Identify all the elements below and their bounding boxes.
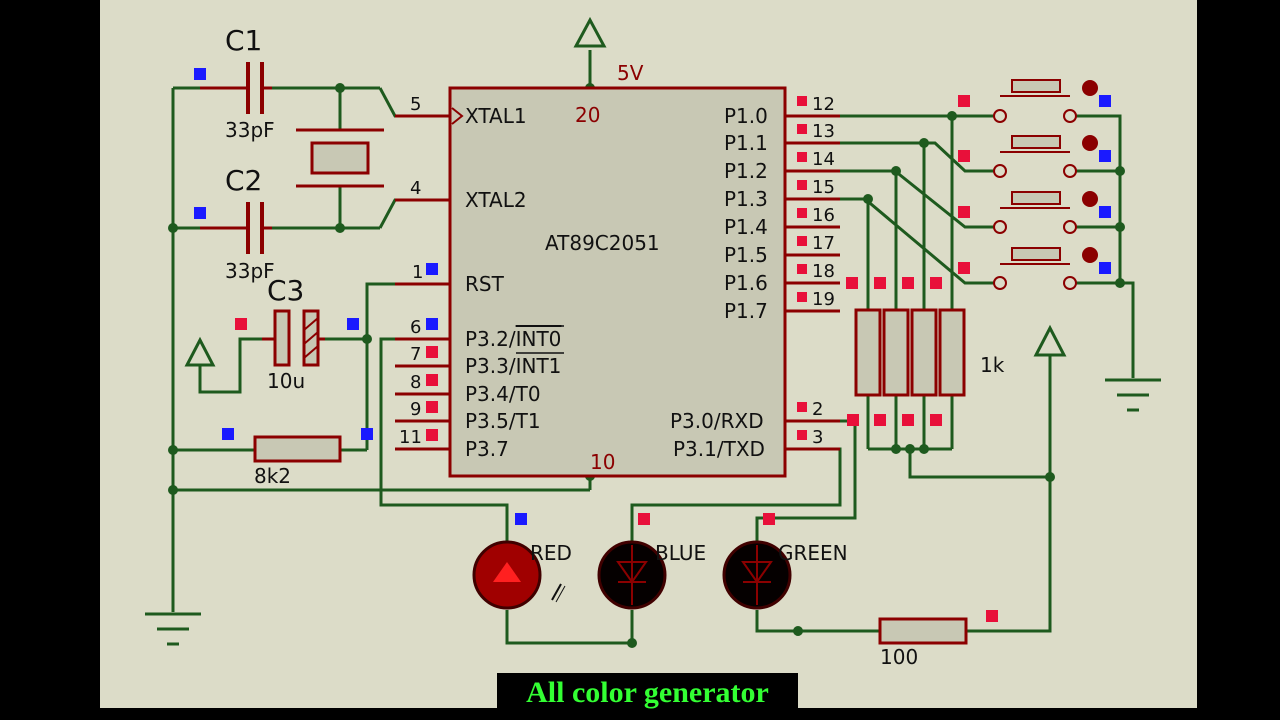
led-red[interactable]: RED — [472, 540, 572, 610]
push-button-2 — [993, 135, 1098, 178]
svg-text:3: 3 — [812, 427, 823, 448]
svg-text:11: 11 — [399, 427, 422, 448]
svg-text:XTAL1: XTAL1 — [465, 104, 527, 128]
svg-text:P1.5: P1.5 — [724, 243, 768, 267]
svg-text:P1.6: P1.6 — [724, 271, 768, 295]
svg-text:P3.4/T0: P3.4/T0 — [465, 382, 541, 406]
pin-p35: 9 P3.5/T1 — [395, 399, 541, 433]
svg-text:P3.1/TXD: P3.1/TXD — [673, 437, 765, 461]
pin-p15: 17 P1.5 — [724, 233, 840, 267]
svg-text:2: 2 — [812, 399, 823, 420]
svg-text:RST: RST — [465, 272, 505, 296]
svg-text:P1.7: P1.7 — [724, 299, 768, 323]
push-button-4 — [993, 247, 1098, 290]
pin-xtal2: 4 XTAL2 — [395, 178, 527, 212]
pin-p14: 16 P1.4 — [724, 205, 840, 239]
svg-text:6: 6 — [410, 317, 421, 338]
vcc-label: 5V — [617, 61, 644, 85]
resistor-100-value: 100 — [880, 645, 918, 669]
svg-text:8: 8 — [410, 372, 421, 393]
pin-p10: 12 P1.0 — [724, 94, 840, 128]
led-red-label: RED — [530, 541, 572, 565]
svg-text:9: 9 — [410, 399, 421, 420]
push-button-3 — [993, 191, 1098, 234]
resistor-8k2-value: 8k2 — [254, 464, 291, 488]
pin-rst: 1 RST — [395, 262, 505, 296]
push-buttons[interactable] — [993, 79, 1098, 290]
svg-text:P1.3: P1.3 — [724, 187, 768, 211]
svg-text:P1.1: P1.1 — [724, 131, 768, 155]
c1-name: C1 — [225, 24, 262, 57]
gnd-pin-number: 10 — [590, 450, 615, 474]
svg-text:P3.5/T1: P3.5/T1 — [465, 409, 541, 433]
ground-icon — [145, 378, 1161, 646]
led-green-label: GREEN — [778, 541, 848, 565]
svg-text:16: 16 — [812, 205, 835, 226]
chip-name: AT89C2051 — [545, 231, 660, 255]
capacitor-c1[interactable]: C1 33pF — [200, 24, 275, 142]
pin-p13: 15 P1.3 — [724, 177, 840, 211]
svg-text:19: 19 — [812, 289, 835, 310]
resistor-pack-1k[interactable]: 1k — [854, 308, 1005, 397]
pin-xtal1: 5 XTAL1 — [395, 94, 527, 128]
svg-text:12: 12 — [812, 94, 835, 115]
pencil-cursor-icon — [551, 583, 566, 603]
pin-p32: 6 P3.2/INT0 — [395, 317, 564, 351]
pin-p34: 8 P3.4/T0 — [395, 372, 541, 406]
pin-p33: 7 P3.3/INT1 — [395, 344, 564, 378]
svg-text:P3.7: P3.7 — [465, 437, 509, 461]
svg-text:15: 15 — [812, 177, 835, 198]
c1-value: 33pF — [225, 118, 275, 142]
svg-text:5: 5 — [410, 94, 421, 115]
svg-text:14: 14 — [812, 149, 835, 170]
pin-p31: 3 P3.1/TXD — [673, 427, 840, 461]
svg-text:P1.2: P1.2 — [724, 159, 768, 183]
c3-value: 10u — [267, 369, 305, 393]
microcontroller-chip[interactable]: AT89C2051 5V 20 10 — [448, 61, 787, 478]
capacitor-c2[interactable]: C2 33pF — [200, 164, 275, 283]
resistor-8k2[interactable]: 8k2 — [253, 435, 342, 488]
c2-value: 33pF — [225, 259, 275, 283]
circuit-diagram: AT89C2051 5V 20 10 5 XTAL1 4 XTAL2 1 RST… — [145, 16, 1161, 669]
caption-banner: All color generator — [497, 673, 798, 713]
crystal[interactable] — [296, 128, 384, 188]
svg-text:1: 1 — [412, 262, 423, 283]
svg-text:P3.3/INT1: P3.3/INT1 — [465, 354, 561, 378]
pin-p12: 14 P1.2 — [724, 149, 840, 183]
pin-p37: 11 P3.7 — [395, 427, 509, 461]
pin-state-markers — [194, 68, 1111, 622]
svg-text:4: 4 — [410, 178, 421, 199]
resistor-100[interactable]: 100 — [878, 617, 968, 669]
svg-text:P3.0/RXD: P3.0/RXD — [670, 409, 764, 433]
svg-text:P1.4: P1.4 — [724, 215, 768, 239]
led-blue-label: BLUE — [655, 541, 706, 565]
pin-p17: 19 P1.7 — [724, 289, 840, 323]
svg-text:XTAL2: XTAL2 — [465, 188, 527, 212]
push-button-1 — [993, 79, 1098, 123]
svg-text:P3.2/INT0: P3.2/INT0 — [465, 327, 561, 351]
power-terminal-icon — [184, 16, 1067, 367]
svg-text:17: 17 — [812, 233, 835, 254]
pin-p30: 2 P3.0/RXD — [670, 399, 840, 433]
chip-left-pins: 5 XTAL1 4 XTAL2 1 RST 6 P3.2/INT0 7 P3.3… — [395, 94, 564, 461]
led-green[interactable]: GREEN — [722, 540, 848, 610]
svg-text:18: 18 — [812, 261, 835, 282]
svg-text:P1.0: P1.0 — [724, 104, 768, 128]
pin-p11: 13 P1.1 — [724, 121, 840, 155]
schematic-canvas[interactable]: AT89C2051 5V 20 10 5 XTAL1 4 XTAL2 1 RST… — [100, 0, 1197, 708]
c2-name: C2 — [225, 164, 262, 197]
chip-right-pins: 12 P1.0 13 P1.1 14 P1.2 15 P1.3 16 P1.4 … — [670, 94, 840, 461]
capacitor-c3[interactable]: C3 10u — [262, 274, 325, 393]
svg-text:7: 7 — [410, 344, 421, 365]
vcc-pin-number: 20 — [575, 103, 600, 127]
svg-text:13: 13 — [812, 121, 835, 142]
pin-p16: 18 P1.6 — [724, 261, 840, 295]
led-blue[interactable]: BLUE — [597, 540, 706, 610]
resistor-pack-value: 1k — [980, 353, 1005, 377]
c3-name: C3 — [267, 274, 304, 307]
